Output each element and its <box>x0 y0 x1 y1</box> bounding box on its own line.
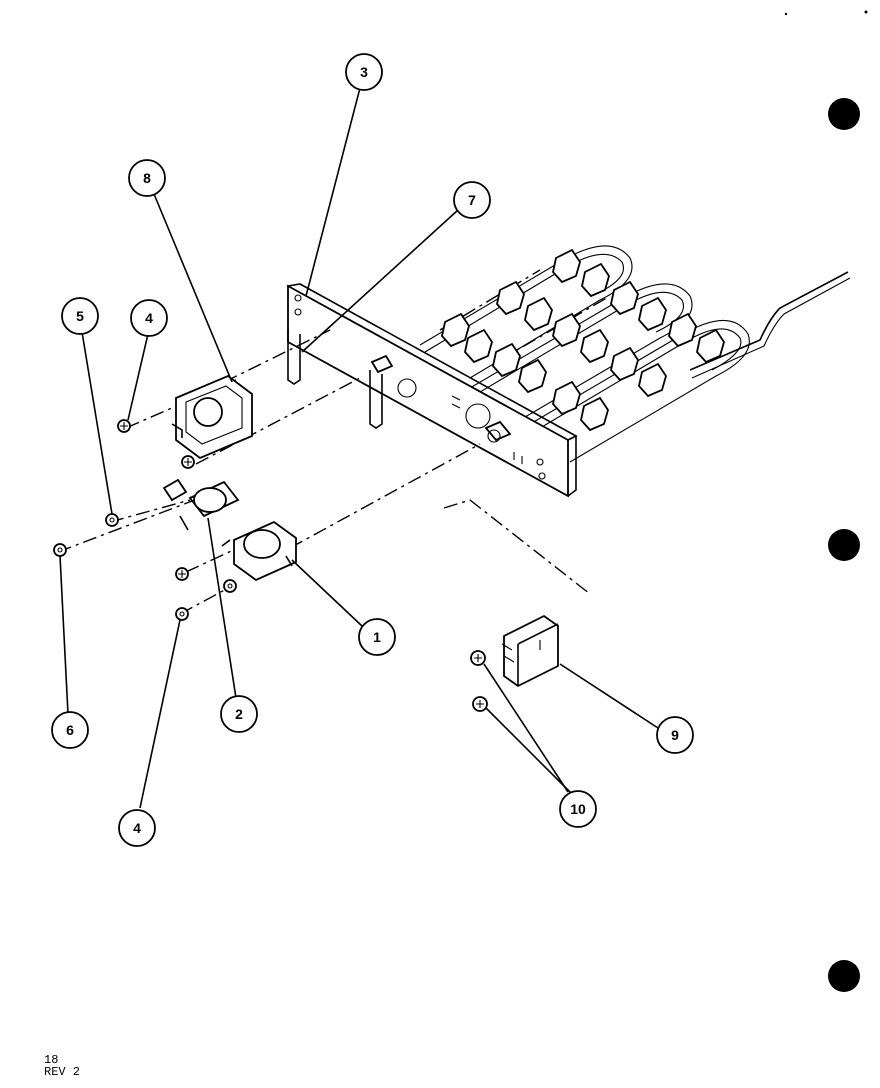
relay-part <box>501 614 559 688</box>
limit-control-part <box>171 374 253 460</box>
mounting-panel <box>287 283 578 498</box>
callout-4-lower-label: 4 <box>133 820 141 836</box>
binder-hole-top <box>828 98 860 130</box>
callout-8: 8 <box>128 159 166 197</box>
binder-hole-bottom <box>828 960 860 992</box>
fuse-holder-part <box>162 478 240 531</box>
callout-3: 3 <box>345 53 383 91</box>
callout-leaders <box>59 87 659 809</box>
callout-9-label: 9 <box>671 727 679 743</box>
callout-5-label: 5 <box>76 308 84 324</box>
callout-1-label: 1 <box>373 629 381 645</box>
callout-4-lower: 4 <box>118 809 156 847</box>
page-number: 18 <box>44 1053 59 1067</box>
binder-hole-middle <box>828 529 860 561</box>
callout-9: 9 <box>656 716 694 754</box>
callout-7-label: 7 <box>468 192 476 208</box>
callout-6-label: 6 <box>66 722 74 738</box>
hardware-fasteners <box>53 419 488 712</box>
callout-10: 10 <box>559 790 597 828</box>
scan-speck <box>784 12 788 16</box>
callout-1: 1 <box>358 618 396 656</box>
callout-4-upper: 4 <box>130 299 168 337</box>
heating-element-coils <box>419 245 851 463</box>
explosion-lines <box>57 329 591 615</box>
callout-5: 5 <box>61 297 99 335</box>
callout-2-label: 2 <box>235 706 243 722</box>
scan-speck <box>864 10 868 14</box>
callout-3-label: 3 <box>360 64 368 80</box>
callout-8-label: 8 <box>143 170 151 186</box>
callout-7: 7 <box>453 181 491 219</box>
callout-6: 6 <box>51 711 89 749</box>
thermal-limit-part <box>221 520 297 582</box>
callout-4-upper-label: 4 <box>145 310 153 326</box>
callout-2: 2 <box>220 695 258 733</box>
callout-10-label: 10 <box>570 801 586 817</box>
revision-label: REV 2 <box>44 1065 81 1079</box>
